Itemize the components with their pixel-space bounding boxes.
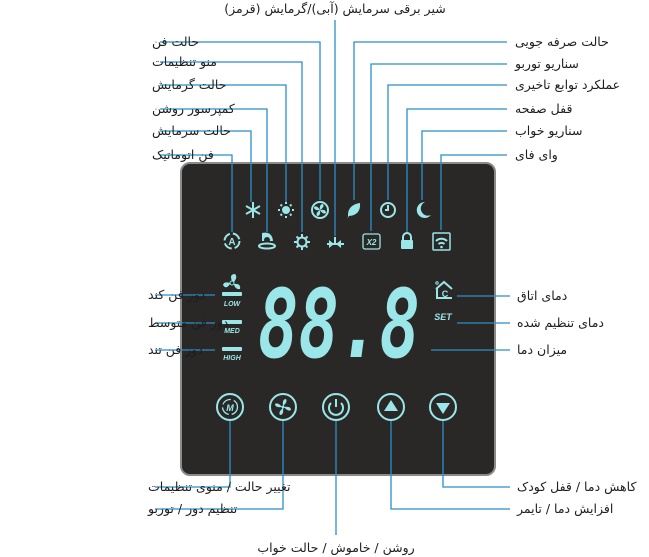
fan-low-text: دور فن کند xyxy=(148,287,205,303)
settings-menu-label: منو تنظیمات xyxy=(152,54,217,70)
fan-high-label: HIGH xyxy=(223,355,241,362)
fan-speed-icon xyxy=(223,274,241,290)
leaf-icon xyxy=(347,203,361,219)
down-button-label: کاهش دما / قفل کودک xyxy=(517,479,636,495)
temp-down-button[interactable] xyxy=(429,393,457,421)
fan-mode-label: حالت فن xyxy=(152,34,199,50)
fan-button[interactable] xyxy=(269,393,297,421)
mode-button-label: تغییر حالت / منوی تنظیمات xyxy=(148,479,291,495)
power-button[interactable] xyxy=(322,393,350,421)
valve-label: شیر برقی سرمایش (آبی)/گرمایش (قرمز) xyxy=(224,1,445,17)
compressor-on-label: کمپرسور روشن xyxy=(152,101,235,117)
turbo-icon: X2 xyxy=(362,233,381,250)
delay-function-label: عملکرد توابع تاخیری xyxy=(515,77,620,93)
svg-text:X2: X2 xyxy=(366,238,377,247)
svg-text:C: C xyxy=(442,289,449,299)
fan-icon xyxy=(311,201,329,219)
heating-mode-label: حالت گرمایش xyxy=(152,77,226,93)
compressor-icon xyxy=(258,232,276,250)
fan-button-label: تنظیم دور / توربو xyxy=(147,501,238,517)
room-temp-icon: C xyxy=(435,280,453,299)
fan-med-bar xyxy=(222,320,242,324)
up-button-label: افزایش دما / تایمر xyxy=(516,501,613,517)
fan-med-label: MED xyxy=(224,328,240,335)
screen-lock-label: قفل صفحه xyxy=(515,101,572,116)
thermostat-panel xyxy=(180,162,496,476)
fan-med-text: دور فن متوسط xyxy=(148,315,228,331)
lock-icon xyxy=(401,232,413,249)
auto-fan-label: فن اتوماتیک xyxy=(152,147,214,163)
wifi-label: وای فای xyxy=(515,147,558,163)
fan-low-bar xyxy=(222,292,242,296)
temp-up-button[interactable] xyxy=(377,393,405,421)
power-button-label: روشن / خاموش / حالت خواب xyxy=(257,540,414,556)
valve-icon xyxy=(327,237,344,248)
snowflake-icon xyxy=(245,202,261,218)
fan-high-bar xyxy=(222,347,242,351)
eco-mode-label: حالت صرفه جویی xyxy=(515,34,609,50)
svg-text:A: A xyxy=(228,237,235,248)
cooling-mode-label: حالت سرمایش xyxy=(152,123,231,139)
auto-icon: A xyxy=(223,232,241,250)
clock-icon xyxy=(380,202,396,218)
set-temp-label: دمای تنظیم شده xyxy=(517,315,604,331)
turbo-label: سناریو توربو xyxy=(514,56,579,72)
sleep-label: سناریو خواب xyxy=(515,123,582,139)
temperature-display: 88.8 xyxy=(258,270,420,381)
moon-icon xyxy=(416,201,431,218)
fan-high-text: دور فن تند xyxy=(148,342,203,358)
temp-value-label: میزان دما xyxy=(517,342,567,358)
wifi-icon xyxy=(432,232,451,251)
mode-button[interactable]: M xyxy=(216,393,244,421)
room-temp-label: دمای اتاق xyxy=(517,288,567,304)
svg-text:M: M xyxy=(226,403,234,413)
leader-lines xyxy=(155,20,510,535)
sun-icon xyxy=(278,202,294,218)
fan-low-label: LOW xyxy=(224,301,242,308)
set-indicator: SET xyxy=(434,312,453,322)
gear-icon xyxy=(294,234,310,250)
